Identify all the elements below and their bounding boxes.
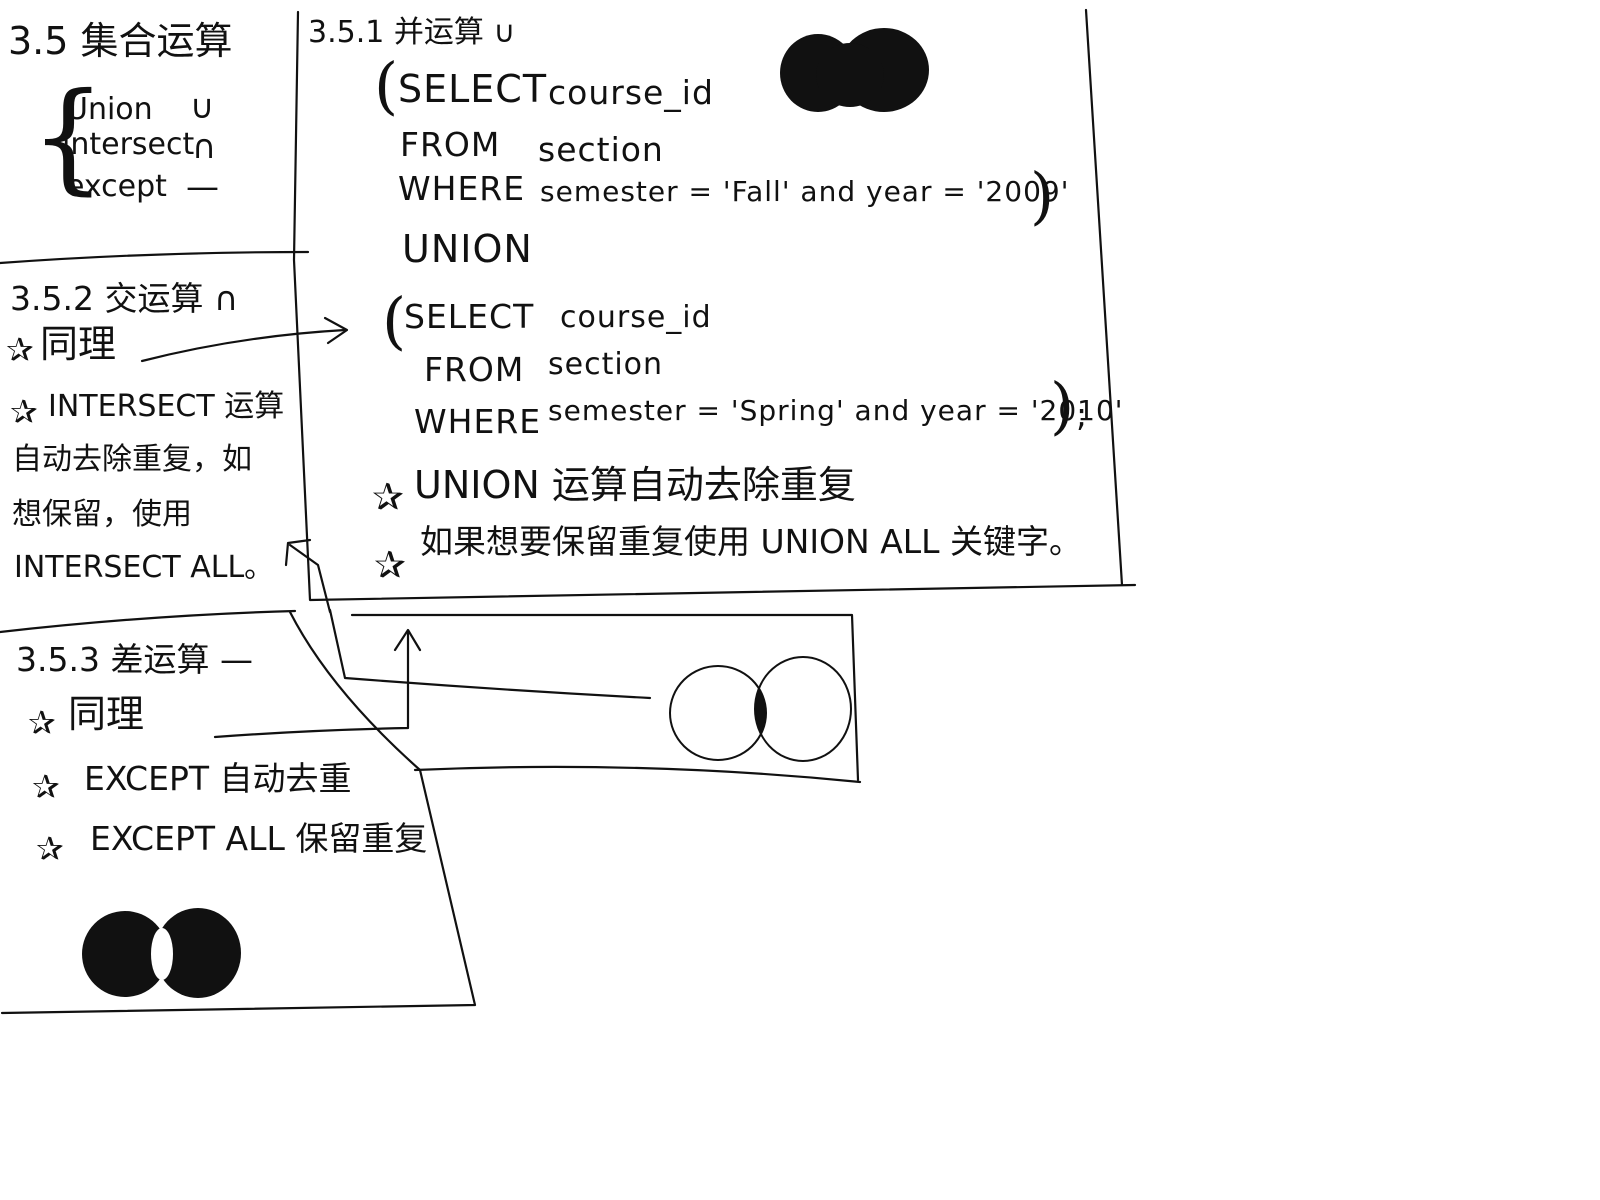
query1-from-keyword: FROM [400, 125, 501, 164]
query1-column: course_id [548, 73, 714, 112]
query2-condition: semester = 'Spring' and year = '2010' [548, 394, 1124, 427]
intersect-venn-icon [669, 656, 852, 762]
union-note-star-icon-2: ✰ [374, 543, 406, 587]
query2-table: section [548, 347, 664, 382]
except-note-1: 同理 [68, 692, 145, 736]
arrow-except-to-venn [213, 631, 410, 739]
op-except-symbol: — [186, 167, 219, 206]
query2-column: course_id [560, 300, 712, 335]
brace-icon: { [30, 68, 107, 207]
union-box-frame [292, 10, 1137, 602]
query1-select-keyword: SELECT [398, 67, 548, 111]
union-note-1: UNION 运算自动去除重复 [414, 463, 856, 507]
query2-terminator: ; [1076, 395, 1088, 434]
intersect-section-title: 3.5.2 交运算 ∩ [10, 279, 239, 318]
query1-condition: semester = 'Fall' and year = '2009' [540, 175, 1070, 208]
except-venn-icon [82, 908, 241, 998]
arrow-intersect-to-union [140, 328, 347, 363]
union-note-2: 如果想要保留重复使用 UNION ALL 关键字。 [420, 522, 1083, 561]
union-note-star-icon: ✰ [372, 475, 404, 519]
except-star-icon-1: ✰ [28, 703, 56, 742]
op-union-label: Union [66, 92, 153, 127]
except-box-frame [0, 610, 477, 1015]
intersect-star-icon-1: ✰ [6, 330, 34, 369]
op-except-label: except [66, 169, 167, 204]
except-note-3: EXCEPT ALL 保留重复 [90, 819, 428, 858]
union-venn-icon [780, 28, 929, 112]
close-paren-query1: ) [1030, 159, 1055, 232]
query2-from-keyword: FROM [424, 350, 525, 389]
intersect-venn-box-frame [350, 613, 860, 782]
intersect-note-2: INTERSECT 运算 [48, 389, 285, 424]
query2-select-keyword: SELECT [404, 297, 535, 336]
except-note-2: EXCEPT 自动去重 [84, 759, 352, 798]
open-paren-query2: ( [382, 284, 407, 357]
main-section-title: 3.5 集合运算 [8, 19, 233, 63]
union-keyword: UNION [402, 227, 533, 271]
arrow-intersect-all [288, 543, 332, 614]
except-star-icon-2: ✰ [32, 767, 60, 806]
intersect-note-1: 同理 [40, 322, 117, 366]
op-union-symbol: ∪ [190, 87, 215, 126]
intersect-note-3: 自动去除重复，如 [12, 442, 252, 477]
query1-where-keyword: WHERE [398, 169, 526, 208]
query1-table: section [538, 130, 664, 169]
intersect-note-4: 想保留，使用 [12, 497, 192, 532]
op-intersect-symbol: ∩ [192, 127, 217, 166]
connector-intersect-venn [328, 608, 652, 700]
divider-intersect [0, 609, 297, 634]
close-paren-query2: ) [1050, 369, 1075, 442]
open-paren-query1: ( [374, 49, 399, 122]
divider-main [0, 250, 310, 265]
except-section-title: 3.5.3 差运算 — [16, 640, 253, 679]
union-section-title: 3.5.1 并运算 ∪ [308, 15, 516, 50]
intersect-star-icon-2: ✰ [10, 392, 38, 431]
intersect-note-5: INTERSECT ALL。 [14, 550, 275, 585]
except-star-icon-3: ✰ [36, 829, 64, 868]
query2-where-keyword: WHERE [414, 402, 542, 441]
op-intersect-label: intersect [62, 127, 195, 162]
